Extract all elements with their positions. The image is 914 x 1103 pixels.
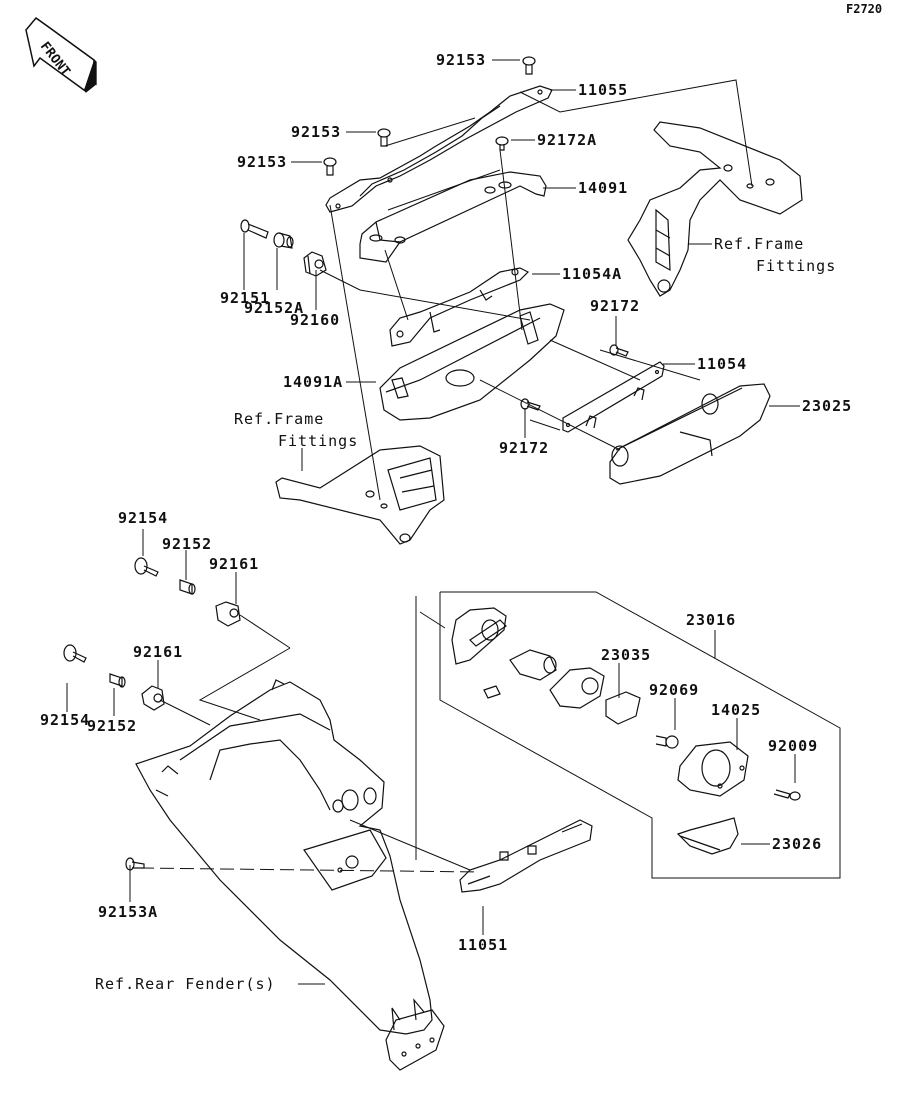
screw-92153A [126, 858, 144, 870]
screw-92172-a [610, 345, 628, 356]
bracket-11051 [460, 820, 592, 892]
clip-23035 [606, 692, 640, 724]
part-label-11054A[interactable]: 11054A [562, 265, 623, 283]
collar-92152-a [180, 580, 195, 594]
lamp-base [452, 608, 506, 664]
ref-label-frame-left-line2: Fittings [278, 432, 359, 450]
part-label-23035[interactable]: 23035 [601, 646, 652, 664]
ref-frame-fittings-right [628, 122, 802, 296]
ref-label-frame-left-line1: Ref.Frame [234, 410, 325, 428]
part-label-92154-a[interactable]: 92154 [118, 509, 169, 527]
part-label-92154-b[interactable]: 92154 [40, 711, 91, 729]
bulb-92069 [656, 736, 678, 748]
rear-fender [136, 680, 444, 1070]
collar-92152-b [110, 674, 125, 687]
screw-92154-b [64, 645, 86, 662]
bolt-92151 [241, 220, 268, 238]
bracket-11055 [326, 86, 552, 212]
screw-92172-b [521, 399, 540, 410]
assembly-lines [140, 80, 840, 878]
leader-lines [67, 60, 800, 984]
figure-id: F2720 [846, 2, 883, 16]
part-label-92153-a[interactable]: 92153 [291, 123, 342, 141]
part-label-11055[interactable]: 11055 [578, 81, 629, 99]
part-label-92153A[interactable]: 92153A [98, 903, 159, 921]
part-label-92152-b[interactable]: 92152 [87, 717, 138, 735]
part-label-92172-a[interactable]: 92172 [590, 297, 641, 315]
part-label-92069[interactable]: 92069 [649, 681, 700, 699]
lamp-socket [484, 650, 556, 698]
screw-92153-a [378, 129, 390, 146]
housing-14091A [380, 304, 564, 420]
bracket-11054A [390, 268, 528, 346]
part-label-92160[interactable]: 92160 [290, 311, 341, 329]
screw-92172A [496, 137, 508, 150]
front-arrow-icon: FRONT [26, 18, 96, 92]
lens-14025 [678, 742, 748, 796]
lamp-holder [550, 668, 604, 708]
part-label-92009[interactable]: 92009 [768, 737, 819, 755]
cover-23026 [678, 818, 738, 854]
part-label-92152-a[interactable]: 92152 [162, 535, 213, 553]
screw-92153-b [324, 158, 336, 175]
part-label-11051[interactable]: 11051 [458, 936, 509, 954]
part-label-92172A[interactable]: 92172A [537, 131, 598, 149]
collar-92152A [274, 233, 293, 248]
part-label-92152A[interactable]: 92152A [244, 299, 305, 317]
grommet-92160 [304, 252, 326, 276]
ref-label-rear-fender: Ref.Rear Fender(s) [95, 975, 276, 993]
plate-11054 [563, 362, 664, 432]
screw-92153-top [523, 57, 535, 74]
part-label-23026[interactable]: 23026 [772, 835, 823, 853]
grommet-92161-b [142, 686, 164, 710]
part-label-92161-b[interactable]: 92161 [133, 643, 184, 661]
part-label-92161-a[interactable]: 92161 [209, 555, 260, 573]
part-label-92151[interactable]: 92151 [220, 289, 271, 307]
part-label-92153-b[interactable]: 92153 [237, 153, 288, 171]
grommet-92161-a [216, 602, 240, 626]
screw-92154-a [135, 558, 158, 576]
cover-14091 [360, 172, 546, 262]
part-label-23016[interactable]: 23016 [686, 611, 737, 629]
part-label-14025[interactable]: 14025 [711, 701, 762, 719]
lamp-23025 [610, 384, 770, 484]
part-label-14091[interactable]: 14091 [578, 179, 629, 197]
part-label-92153-top[interactable]: 92153 [436, 51, 487, 69]
part-label-11054[interactable]: 11054 [697, 355, 748, 373]
screw-92009 [774, 790, 800, 800]
part-label-14091A[interactable]: 14091A [283, 373, 344, 391]
part-label-23025[interactable]: 23025 [802, 397, 853, 415]
ref-label-frame-right-line1: Ref.Frame [714, 235, 805, 253]
ref-frame-fittings-left [276, 446, 444, 544]
part-label-92172-b[interactable]: 92172 [499, 439, 550, 457]
ref-label-frame-right-line2: Fittings [756, 257, 837, 275]
